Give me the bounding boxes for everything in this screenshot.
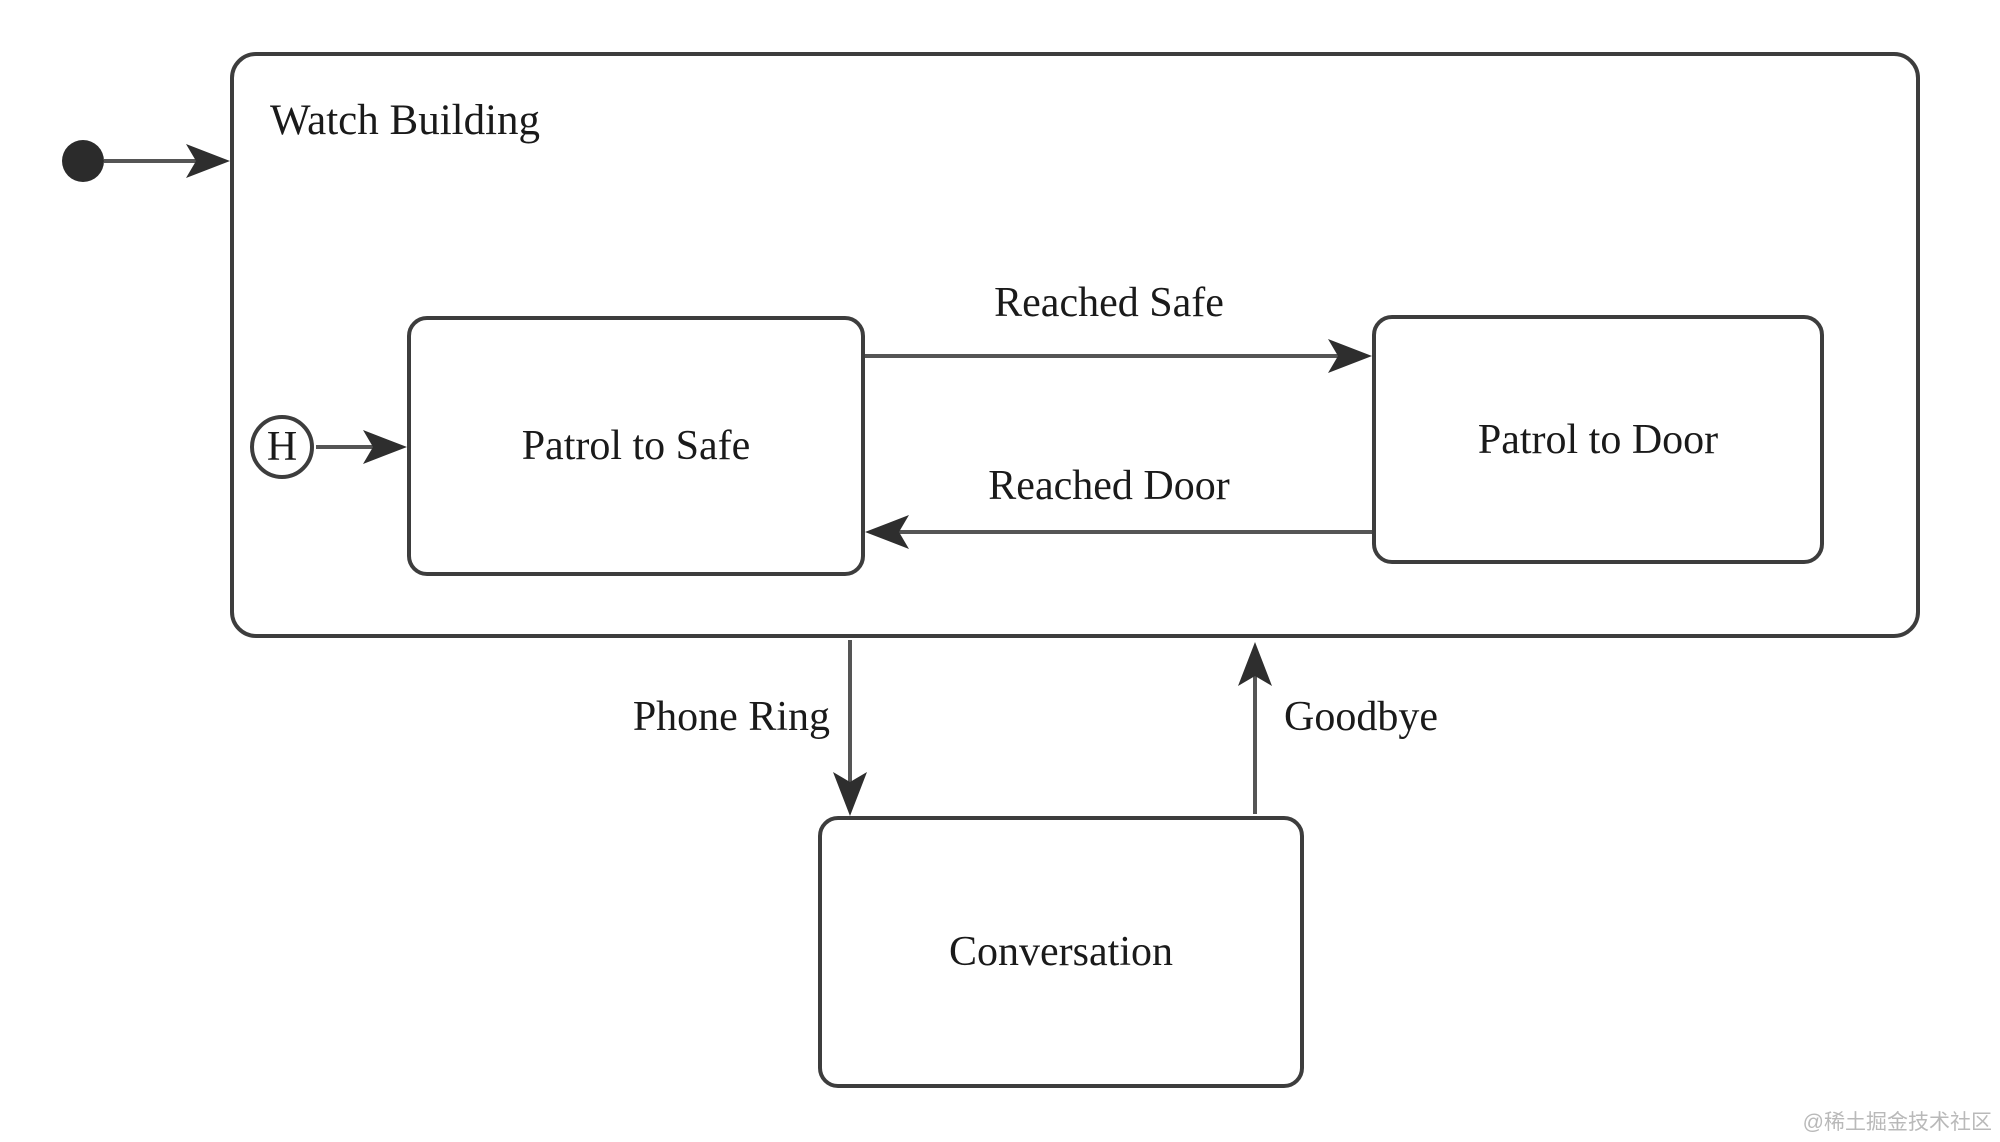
watermark-text: @稀土掘金技术社区 xyxy=(1802,1111,1992,1134)
initial-transition-arrowhead xyxy=(186,144,230,178)
composite-state-watch-building: Watch Building xyxy=(230,52,1920,638)
history-transition-arrowhead xyxy=(363,430,407,464)
history-pseudostate: H xyxy=(250,415,314,479)
transition-label-goodbye: Goodbye xyxy=(1284,694,1438,740)
state-conversation: Conversation xyxy=(818,816,1304,1088)
state-label: Conversation xyxy=(949,929,1173,975)
composite-state-label: Watch Building xyxy=(270,97,541,144)
state-label: Patrol to Safe xyxy=(521,423,751,469)
transition-label-reached-door: Reached Door xyxy=(988,463,1230,509)
initial-state-dot xyxy=(62,140,104,182)
goodbye-arrowhead xyxy=(1238,642,1272,686)
history-pseudostate-label: H xyxy=(266,424,298,470)
transition-label-phone-ring: Phone Ring xyxy=(632,694,830,740)
state-label: Patrol to Door xyxy=(1477,416,1719,463)
reached-safe-arrowhead xyxy=(1328,339,1372,373)
phone-ring-arrowhead xyxy=(833,772,867,816)
state-patrol-to-safe: Patrol to Safe xyxy=(407,316,865,576)
state-patrol-to-door: Patrol to Door xyxy=(1372,315,1824,564)
transition-label-reached-safe: Reached Safe xyxy=(994,280,1224,326)
reached-door-arrowhead xyxy=(865,515,909,549)
